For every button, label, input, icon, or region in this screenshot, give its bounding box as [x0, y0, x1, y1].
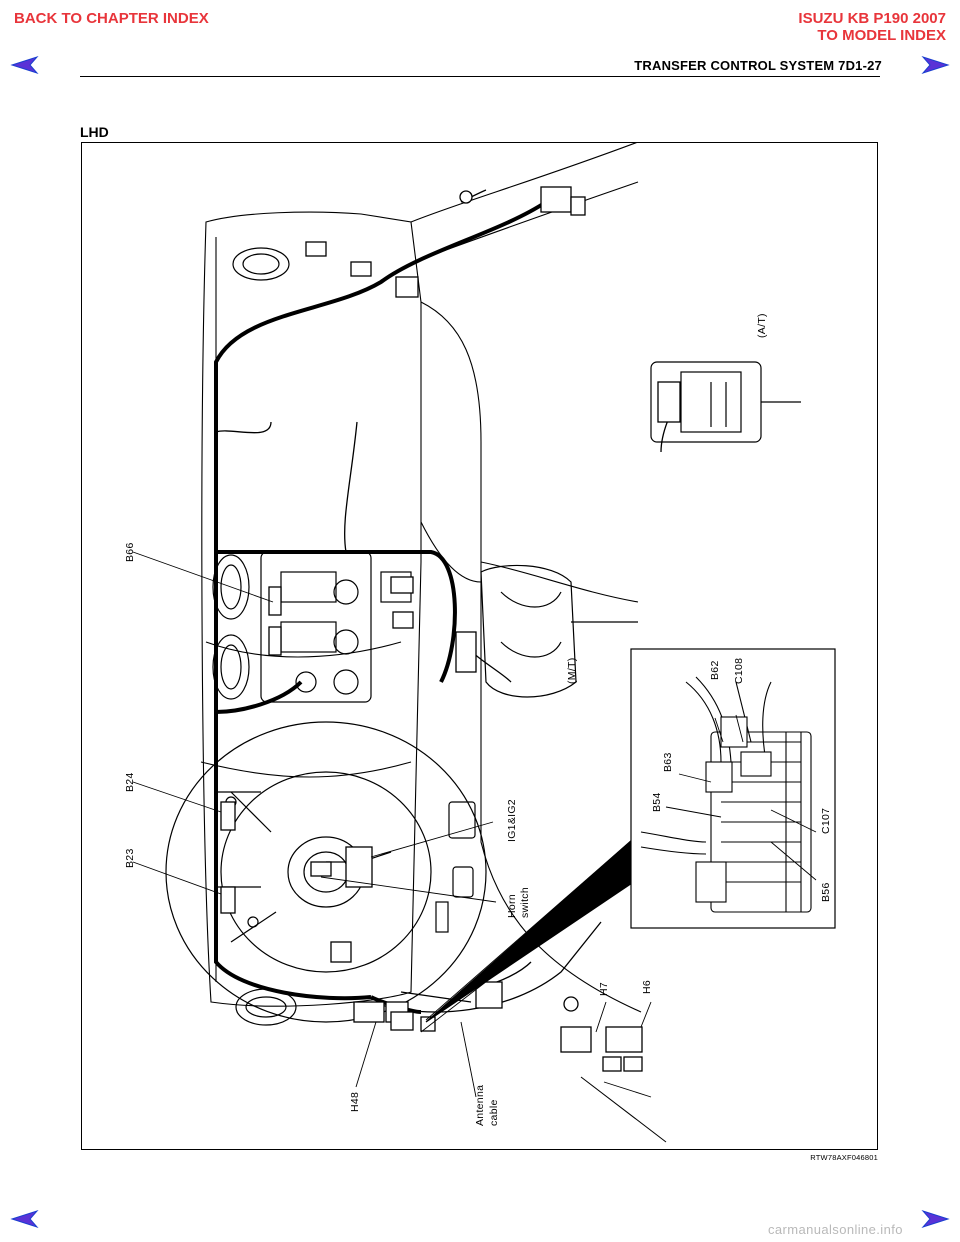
label-ig: IG1&IG2	[506, 799, 518, 842]
figure-code: RTW78AXF046801	[810, 1153, 878, 1162]
label-at: (A/T)	[756, 313, 768, 338]
section-label: LHD	[80, 124, 109, 140]
label-c107: C107	[820, 807, 832, 834]
inset-leaders	[665, 714, 817, 881]
header-rule	[80, 76, 880, 77]
label-horn-1: Horn	[506, 894, 518, 918]
figure-frame	[81, 142, 878, 1150]
center-stack	[260, 551, 412, 703]
label-h6: H6	[641, 979, 653, 994]
label-antenna-1: Antenna	[474, 1084, 486, 1126]
label-c108: C108	[733, 657, 745, 684]
label-mt: (M/T)	[566, 657, 578, 684]
page-title: TRANSFER CONTROL SYSTEM 7D1-27	[634, 58, 882, 73]
back-to-chapter-index-link[interactable]: BACK TO CHAPTER INDEX	[14, 10, 209, 27]
pedals	[435, 801, 476, 933]
label-horn-2: switch	[519, 887, 531, 918]
shifter-mt	[480, 564, 638, 698]
shifter-at	[650, 361, 801, 443]
inset-fuse-block	[640, 676, 812, 913]
prev-page-button[interactable]	[10, 55, 40, 79]
to-model-index-link[interactable]: TO MODEL INDEX	[817, 27, 946, 44]
footer-next-button[interactable]	[920, 1209, 950, 1233]
footer-prev-button[interactable]	[10, 1209, 40, 1233]
label-b23: B23	[124, 848, 136, 868]
label-antenna-2: cable	[488, 1099, 500, 1126]
label-b56: B56	[820, 882, 832, 902]
label-b62: B62	[709, 660, 721, 680]
right-arrow-icon	[921, 55, 950, 75]
left-arrow-icon	[10, 1209, 39, 1229]
main-harness	[214, 200, 548, 1014]
label-h7: H7	[598, 981, 610, 996]
right-arrow-icon	[921, 1209, 950, 1229]
label-b63: B63	[662, 752, 674, 772]
left-arrow-icon	[10, 55, 39, 75]
label-h48: H48	[349, 1091, 361, 1112]
watermark-link[interactable]: carmanualsonline.info	[768, 1222, 903, 1237]
label-b66: B66	[124, 542, 136, 562]
label-b24: B24	[124, 772, 136, 792]
connectors	[220, 186, 681, 1072]
dashboard-outline	[200, 142, 642, 1013]
label-b54: B54	[651, 792, 663, 812]
model-title: ISUZU KB P190 2007	[798, 10, 946, 27]
wiring-diagram	[132, 142, 836, 1143]
next-page-button[interactable]	[920, 55, 950, 79]
